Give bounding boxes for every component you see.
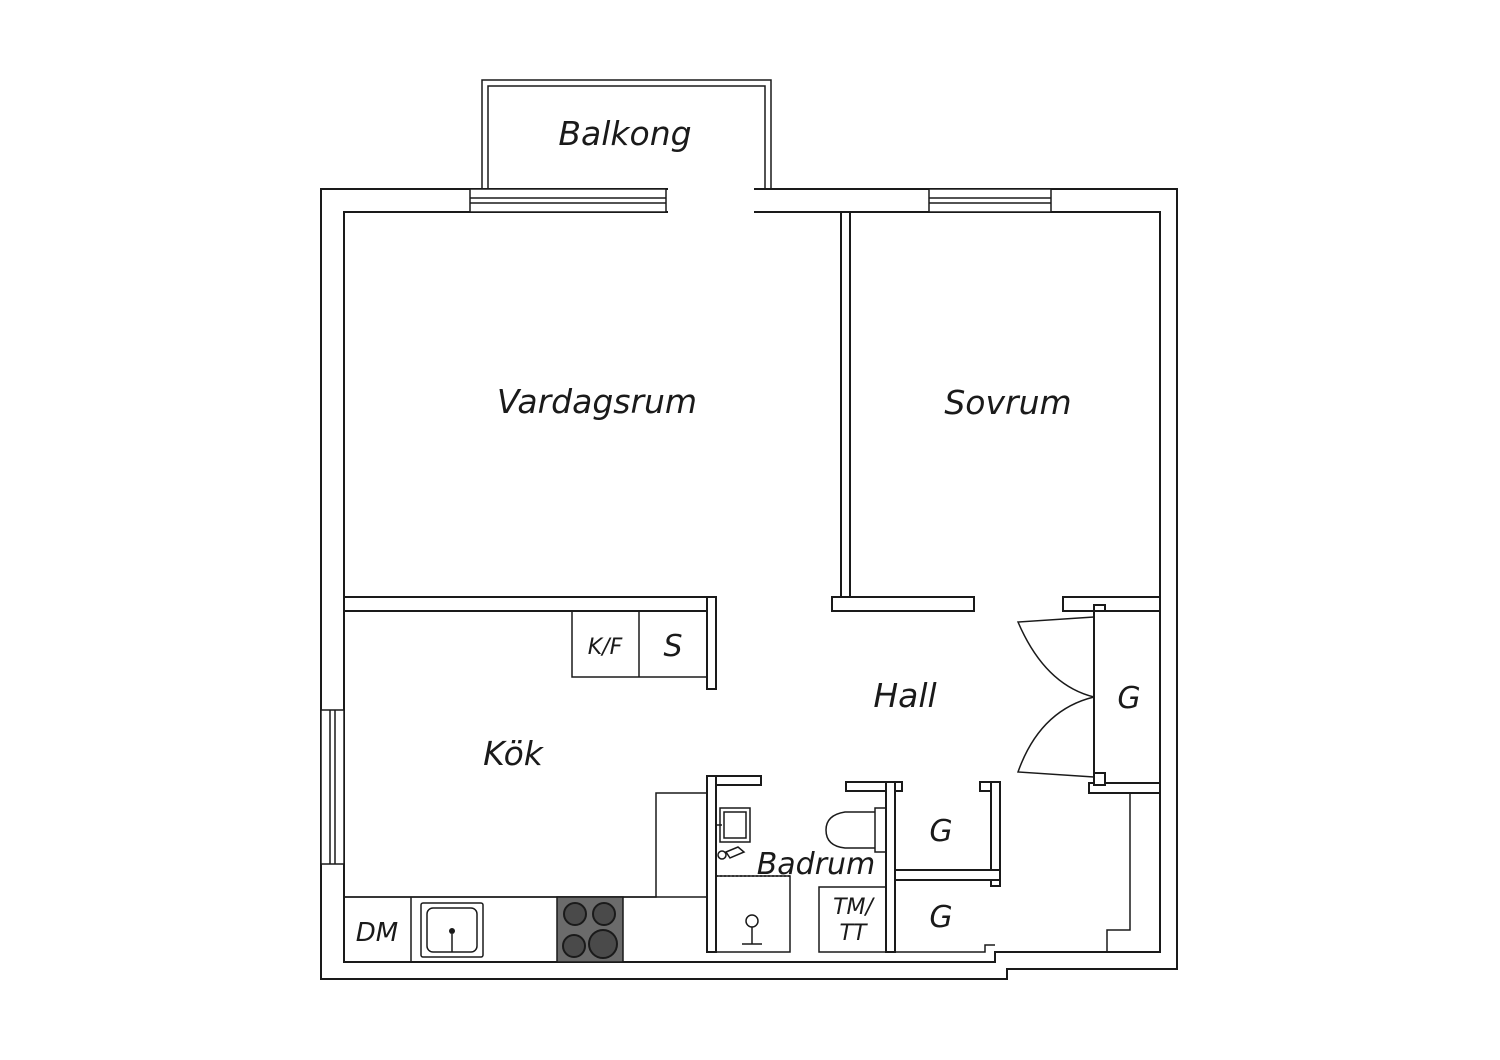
outer-wall bbox=[320, 188, 1178, 980]
balcony bbox=[481, 79, 772, 189]
room-label-closet-lower: G bbox=[929, 900, 952, 935]
stove bbox=[556, 896, 624, 963]
toilet bbox=[825, 807, 887, 853]
window-kitchen bbox=[320, 709, 345, 865]
appliance-label-washer-dryer-2: TT bbox=[840, 921, 868, 946]
balcony-door-opening bbox=[668, 187, 754, 214]
room-label-kitchen: Kök bbox=[483, 734, 545, 773]
room-label-hall: Hall bbox=[873, 676, 936, 715]
room-label-closet-upper: G bbox=[929, 814, 952, 849]
washer-dryer bbox=[818, 886, 887, 953]
window-bedroom bbox=[928, 188, 1052, 213]
window-living-room bbox=[469, 188, 667, 213]
appliance-label-cabinet: S bbox=[663, 629, 682, 664]
interior-walls bbox=[343, 211, 1161, 953]
appliance-label-fridge-freezer: K/F bbox=[588, 635, 623, 660]
room-label-living-room: Vardagsrum bbox=[497, 382, 697, 421]
room-label-balcony: Balkong bbox=[558, 114, 691, 153]
appliance-label-dishwasher: DM bbox=[356, 918, 398, 948]
appliance-label-washer-dryer-1: TM/ bbox=[833, 895, 875, 920]
room-label-closet-hall: G bbox=[1117, 681, 1140, 716]
fridge-freezer-cabinet bbox=[571, 610, 708, 678]
closet-double-door bbox=[1016, 616, 1095, 778]
sink bbox=[420, 902, 484, 958]
kitchen-counter bbox=[344, 896, 707, 963]
bathroom-fixtures bbox=[715, 807, 791, 953]
room-label-bathroom: Badrum bbox=[757, 847, 876, 882]
room-label-bedroom: Sovrum bbox=[944, 383, 1071, 422]
